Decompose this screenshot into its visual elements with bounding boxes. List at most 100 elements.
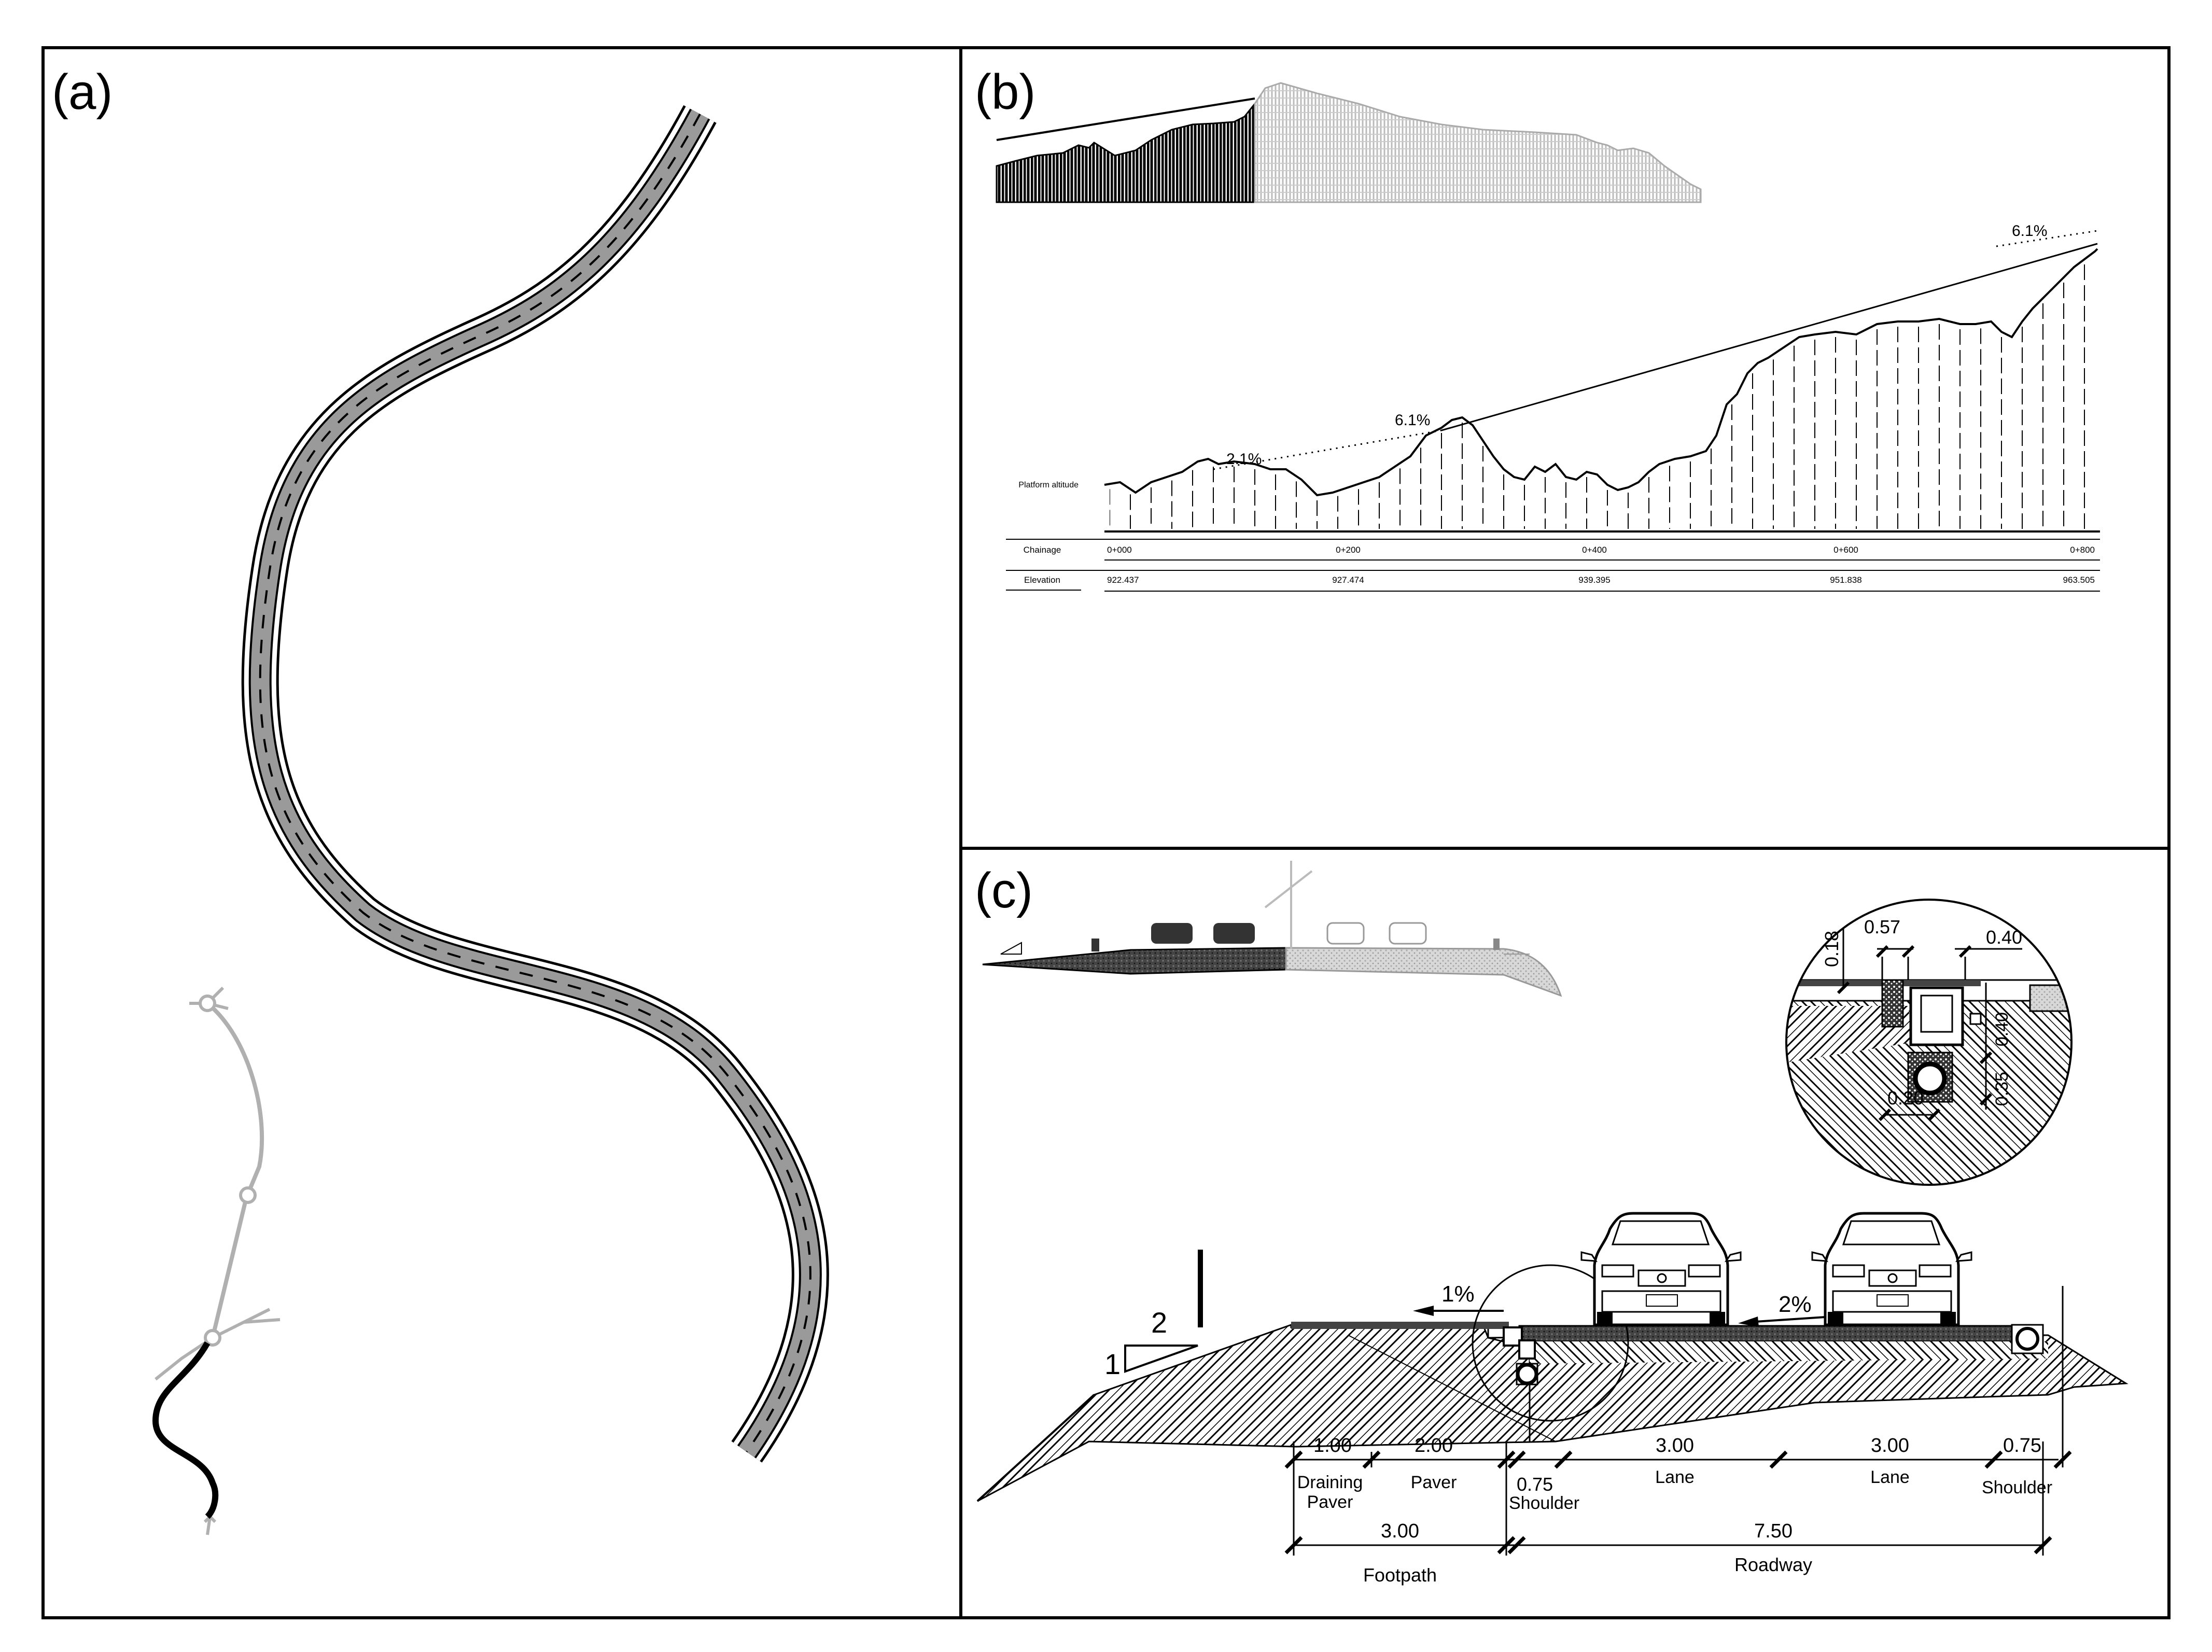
overview-grade-line [996, 97, 1255, 141]
label-paver: Paver [1411, 1473, 1457, 1492]
network-end [203, 1514, 217, 1535]
dim-lane-right: 3.00 [1871, 1435, 1909, 1457]
road-plan [241, 105, 829, 1463]
grade-label-2: 6.1% [1395, 412, 1430, 429]
label-lane-right: Lane [1870, 1467, 1910, 1487]
detail-dim-040-v: 0.40 [1992, 1012, 2012, 1046]
grade-dotted [1213, 230, 2098, 470]
profile-main: 2.1% 6.1% 6.1% [1104, 222, 2100, 533]
row-label-chainage: Chainage [1024, 545, 1061, 555]
slope-ratio-triangle [1124, 1345, 1198, 1373]
dim-roadway: 7.50 [1754, 1520, 1793, 1542]
overview-car [1389, 922, 1427, 945]
footpath-paver [1291, 1322, 1509, 1329]
base-layer [1530, 1341, 2048, 1364]
dim-paver: 2.00 [1415, 1435, 1453, 1457]
ground-line [1104, 248, 2098, 497]
profile-table: Platform altitude Chainage Elevation 0+0… [1006, 481, 2100, 592]
slope-label-left: 1% [1441, 1281, 1475, 1307]
layer-line [1348, 1335, 1556, 1442]
road-center-line [259, 114, 811, 1453]
network-node [199, 995, 216, 1012]
label-lane-left: Lane [1655, 1467, 1695, 1487]
overview-lamp-arm [1264, 870, 1313, 908]
panel-c-label: (c) [975, 863, 1033, 918]
elevation-4: 963.505 [2063, 575, 2095, 585]
label-shoulder-right: Shoulder [1982, 1478, 2052, 1497]
grade-label-1: 2.1% [1226, 451, 1262, 468]
overview-post [1091, 939, 1099, 951]
network-node [204, 1329, 221, 1347]
label-roadway: Roadway [1734, 1554, 1812, 1575]
location-inset [152, 986, 281, 1535]
chainage-2: 0+400 [1582, 545, 1607, 555]
label-shoulder-left: Shoulder [1509, 1493, 1579, 1513]
overview-gray-half [1254, 82, 1702, 203]
dim-footpath: 3.00 [1381, 1520, 1419, 1542]
detail-dim-040: 0.40 [1986, 927, 2022, 948]
chainage-4: 0+800 [2070, 545, 2095, 555]
panel-c-frame [959, 847, 2171, 1619]
overview-slope-mark [1000, 942, 1022, 955]
slope-rise: 1 [1104, 1348, 1121, 1380]
left-pipe-bed [1516, 1363, 1538, 1385]
network-node [239, 1186, 257, 1204]
row-label-platform: Platform altitude [1018, 481, 1079, 489]
drain-detail: 0.18 0.57 0.40 0.20 0.35 0.40 [1785, 899, 2073, 1186]
section-overview [982, 861, 1562, 997]
detail-dim-018: 0.18 [1821, 931, 1842, 967]
road-carriageway [250, 109, 820, 1458]
chainage-1: 0+200 [1336, 545, 1361, 555]
dimension-lines [1293, 1338, 2064, 1556]
chainage-0: 0+000 [1107, 545, 1132, 555]
section-main: 1% 2% 2 1 [976, 1212, 2129, 1586]
car-right [1811, 1212, 1972, 1326]
car-left [1580, 1212, 1742, 1326]
chainage-3: 0+600 [1833, 545, 1858, 555]
network-junction [155, 1308, 281, 1381]
slope-label-right: 2% [1779, 1292, 1812, 1317]
detail-dim-035: 0.35 [1992, 1072, 2012, 1106]
overview-section-dark [982, 947, 1287, 975]
panel-a-frame [41, 46, 962, 1619]
dimension-ticks [1284, 1450, 2072, 1555]
panel-b-label: (b) [975, 64, 1035, 120]
left-inlet [1518, 1339, 1536, 1360]
overview-dark-half [996, 101, 1256, 203]
overview-post [1493, 939, 1500, 950]
elevation-0: 922.437 [1107, 575, 1139, 585]
dim-draining-paver: 1.00 [1313, 1435, 1352, 1457]
network-road [206, 1001, 264, 1338]
grade-line [1441, 243, 2098, 431]
overview-section-gray [1285, 947, 1562, 997]
slope-arrowhead-right [1738, 1317, 1759, 1327]
right-drain-pipe [2015, 1327, 2039, 1351]
elevation-3: 951.838 [1830, 575, 1861, 585]
grade-label-3: 6.1% [2012, 222, 2047, 240]
fill-slope [976, 1394, 1095, 1502]
label-footpath: Footpath [1363, 1564, 1437, 1586]
dim-shoulder-left: 0.75 [1517, 1474, 1553, 1495]
overview-car [1213, 923, 1255, 944]
elevation-2: 939.395 [1578, 575, 1610, 585]
study-road-segment [152, 1341, 219, 1519]
row-label-elevation: Elevation [1024, 575, 1060, 585]
detail-dim-020: 0.20 [1887, 1087, 1924, 1109]
slope-arrowhead-left [1413, 1306, 1434, 1316]
detail-dim-057: 0.57 [1864, 916, 1900, 937]
panel-a-label: (a) [52, 64, 113, 120]
slope-run: 2 [1151, 1306, 1167, 1339]
roadway-pavement [1518, 1325, 2044, 1342]
profile-stations [1110, 264, 2085, 529]
elevation-1: 927.474 [1332, 575, 1364, 585]
slope-arrow-right [1747, 1316, 1826, 1323]
overview-car [1151, 923, 1193, 944]
detail-callout-circle [1472, 1264, 1629, 1422]
profile-overview [996, 82, 1702, 203]
dim-shoulder-right: 0.75 [2003, 1435, 2041, 1457]
dim-lane-left: 3.00 [1656, 1435, 1694, 1457]
